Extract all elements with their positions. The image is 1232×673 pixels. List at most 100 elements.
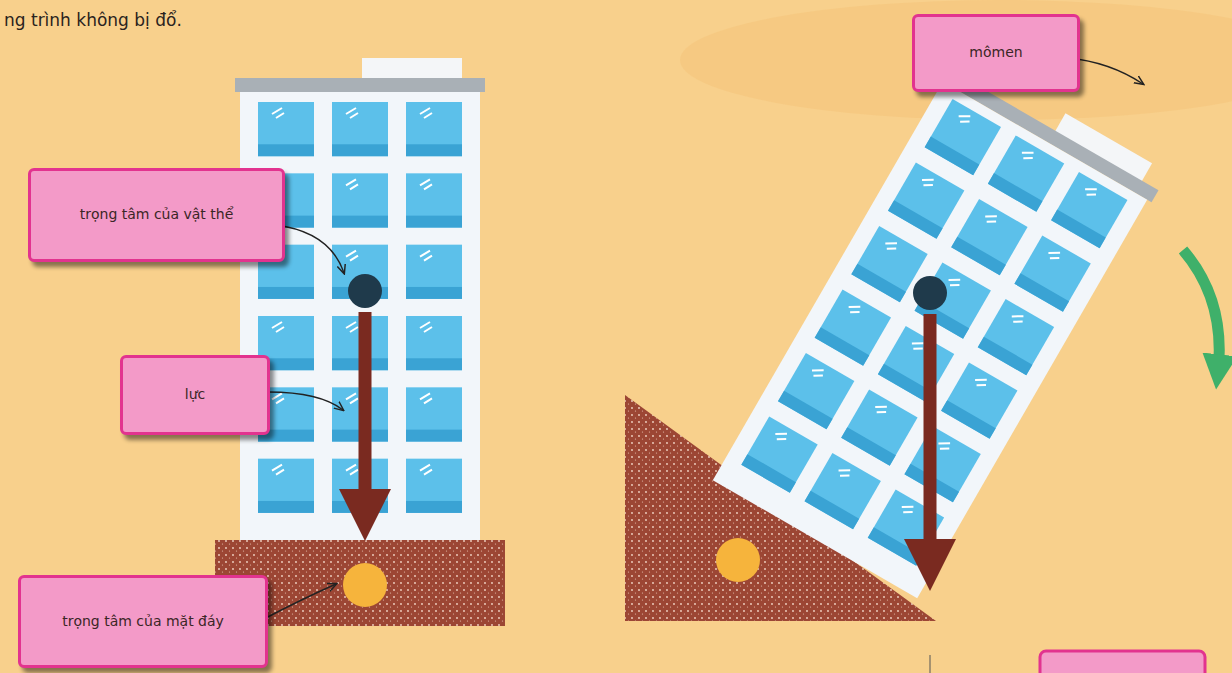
window-glint <box>346 251 358 261</box>
window-glint <box>873 402 888 417</box>
window <box>258 459 314 513</box>
empty-callout-box <box>1040 651 1205 673</box>
leader-line <box>268 392 343 410</box>
moment-arrow <box>1183 250 1219 372</box>
building-body <box>240 92 480 540</box>
leader-line <box>262 584 336 620</box>
base-centroid <box>716 538 760 582</box>
window-glint <box>420 179 432 189</box>
window <box>332 173 388 227</box>
window <box>841 390 917 466</box>
window-shade <box>741 454 796 493</box>
window-glint <box>973 375 988 390</box>
window-shade <box>815 327 870 366</box>
window <box>805 453 881 529</box>
window-glint <box>420 465 432 475</box>
window <box>406 245 462 299</box>
window-shade <box>406 358 462 370</box>
window-glint <box>272 393 284 403</box>
window-shade <box>851 264 906 303</box>
tilted-building <box>708 50 1168 601</box>
window-glint <box>920 175 935 190</box>
window-glint <box>947 275 962 290</box>
window <box>951 199 1027 275</box>
window <box>941 363 1017 439</box>
base-centroid <box>343 563 387 607</box>
guide-line <box>930 655 931 673</box>
window-shade <box>888 200 943 239</box>
window-shade <box>332 144 388 156</box>
window <box>406 316 462 370</box>
window-shade <box>978 337 1033 376</box>
window <box>406 102 462 156</box>
window <box>406 173 462 227</box>
window-glint <box>1083 184 1098 199</box>
window-shade <box>868 527 923 566</box>
window-shade <box>258 501 314 513</box>
window-glint <box>272 322 284 332</box>
window-glint <box>773 429 788 444</box>
window-glint <box>1020 148 1035 163</box>
window <box>1051 172 1127 248</box>
window <box>778 353 854 429</box>
window-shade <box>406 287 462 299</box>
window-glint <box>420 393 432 403</box>
window-glint <box>420 251 432 261</box>
window-shade <box>258 287 314 299</box>
callout-text: mômen <box>969 44 1022 62</box>
leader-line <box>276 225 344 273</box>
callout-box: lực <box>120 355 270 435</box>
callout-box: trọng tâm của mặt đáy <box>18 575 268 668</box>
window-shade <box>1014 273 1069 312</box>
window-shade <box>778 391 833 430</box>
window <box>1014 235 1090 311</box>
window-glint <box>910 338 925 353</box>
callout-text: trọng tâm của vật thể <box>80 206 234 224</box>
window-shade <box>925 137 980 176</box>
window-glint <box>837 465 852 480</box>
window-shade <box>951 237 1006 276</box>
window-glint <box>883 238 898 253</box>
window-glint <box>346 179 358 189</box>
window <box>888 162 964 238</box>
window-glint <box>420 108 432 118</box>
window <box>406 387 462 441</box>
callout-text: trọng tâm của mặt đáy <box>62 613 224 631</box>
callout-text: lực <box>185 386 205 404</box>
window-shade <box>1051 210 1106 249</box>
window <box>925 99 1001 175</box>
building-body <box>713 82 1147 598</box>
window-shade <box>406 216 462 228</box>
window-shade <box>841 427 896 466</box>
window-glint <box>847 302 862 317</box>
callout-box: mômen <box>912 14 1080 92</box>
window <box>332 102 388 156</box>
window <box>878 326 954 402</box>
window-shade <box>988 173 1043 212</box>
window-glint <box>936 438 951 453</box>
centre-of-mass <box>913 276 947 310</box>
window-shade <box>332 216 388 228</box>
window-glint <box>900 502 915 517</box>
force-arrow <box>359 312 372 515</box>
window <box>988 135 1064 211</box>
text-fragment: ng trình không bị đổ. <box>4 10 182 30</box>
window-shade <box>258 144 314 156</box>
window-glint <box>346 322 358 332</box>
window-glint <box>346 393 358 403</box>
window <box>406 459 462 513</box>
window <box>258 102 314 156</box>
upright-building <box>235 58 485 540</box>
window-shade <box>406 501 462 513</box>
roof-block <box>362 58 462 80</box>
window-shade <box>941 400 996 439</box>
window-glint <box>272 108 284 118</box>
window <box>904 426 980 502</box>
window-shade <box>406 430 462 442</box>
window <box>741 417 817 493</box>
window-glint <box>810 365 825 380</box>
window-glint <box>983 211 998 226</box>
centre-of-mass <box>348 274 382 308</box>
